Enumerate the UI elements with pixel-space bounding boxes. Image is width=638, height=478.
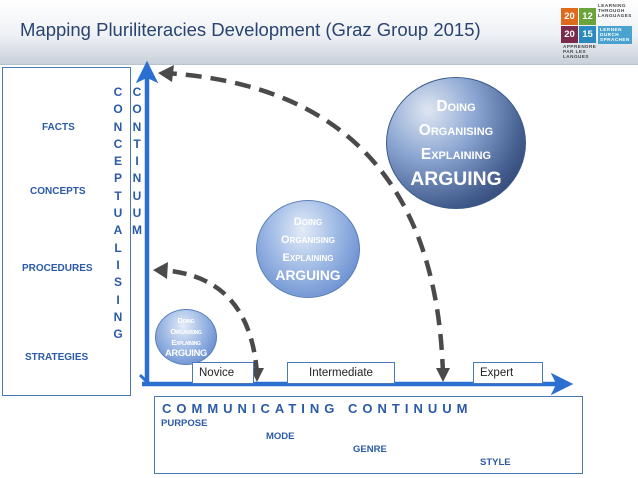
- comm-label-purpose: PURPOSE: [161, 418, 208, 429]
- communicating-continuum-title: COMMUNICATING CONTINUUM: [162, 401, 473, 416]
- circle-line-doing: Doing: [177, 316, 195, 325]
- comm-label-genre: GENRE: [353, 444, 387, 455]
- slide-title: Mapping Pluriliteracies Development (Gra…: [20, 19, 481, 40]
- logo-text-fr: APPRENDRE PAR LES LANGUES: [563, 44, 597, 60]
- expert-label-box: Expert: [473, 362, 543, 384]
- inner-dashed-arc: [159, 267, 260, 375]
- outer-dashed-arc: [164, 70, 446, 376]
- logo-cell-3: 20: [561, 26, 578, 43]
- circle-line-arguing: ARGUING: [275, 268, 341, 283]
- level-facts: FACTS: [42, 122, 75, 133]
- circle-line-explaining: Explaining: [171, 338, 201, 347]
- logo-text-en: LEARNING THROUGH LANGUAGES: [598, 3, 632, 19]
- circle-line-explaining: Explaining: [282, 252, 334, 264]
- circle-line-explaining: Explaining: [420, 146, 492, 163]
- comm-label-mode: MODE: [266, 431, 295, 442]
- circle-line-organising: Organising: [281, 234, 335, 246]
- origin-diagonal: [138, 373, 150, 385]
- intermediate-stage-circle: Doing Organising Explaining ARGUING: [256, 200, 360, 298]
- outer-arc-arrowhead-bottom: [436, 368, 450, 382]
- intermediate-label-box: Intermediate: [287, 362, 395, 384]
- learning-through-languages-logo: 20 12 20 15 LEARNING THROUGH LANGUAGES L…: [561, 3, 637, 61]
- circle-line-organising: Organising: [170, 327, 202, 336]
- expert-stage-circle: Doing Organising Explaining ARGUING: [386, 77, 526, 209]
- novice-stage-circle: Doing Organising Explaining ARGUING: [155, 309, 217, 365]
- header-bar: Mapping Pluriliteracies Development (Gra…: [0, 0, 638, 65]
- logo-text-de: LERNEN DURCH SPRACHEN: [598, 26, 632, 44]
- circle-line-arguing: ARGUING: [410, 168, 502, 190]
- circle-line-arguing: ARGUING: [164, 348, 208, 358]
- level-concepts: CONCEPTS: [30, 186, 86, 197]
- logo-cell-1: 20: [561, 8, 578, 25]
- circle-line-doing: Doing: [436, 98, 476, 115]
- circle-line-doing: Doing: [293, 216, 323, 228]
- level-strategies: STRATEGIES: [25, 352, 89, 363]
- communicating-continuum-box: [154, 396, 583, 474]
- outer-arc-arrowhead-top: [158, 65, 174, 82]
- circle-line-organising: Organising: [418, 122, 494, 139]
- inner-arc-arrowhead-top: [153, 262, 168, 279]
- conceptual-levels-box: [2, 67, 131, 396]
- level-procedures: PROCEDURES: [22, 263, 93, 274]
- novice-label-box: Novice: [192, 362, 254, 384]
- logo-cell-2: 12: [579, 8, 596, 25]
- comm-label-style: STYLE: [480, 457, 511, 468]
- logo-cell-4: 15: [579, 26, 596, 43]
